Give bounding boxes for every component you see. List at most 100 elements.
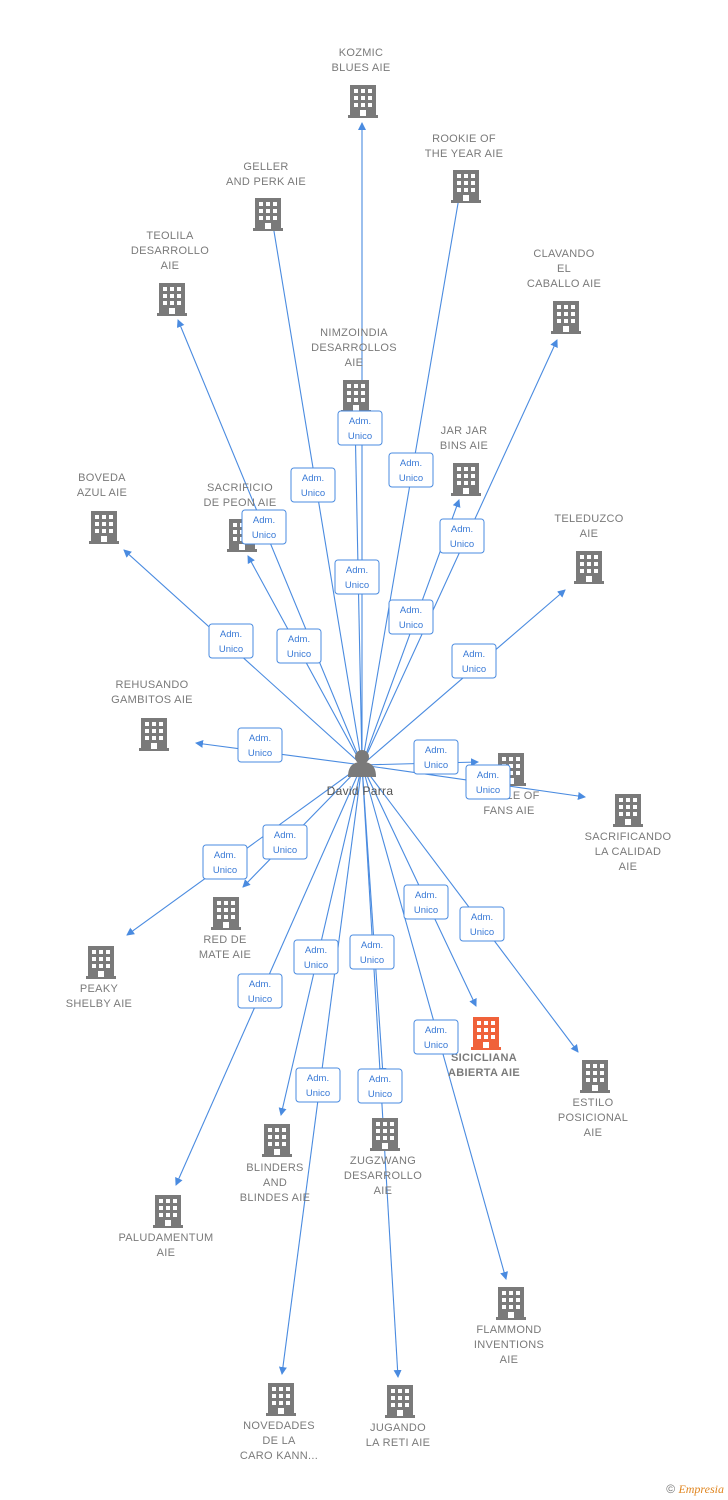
relation-badge[interactable]: Adm.Unico	[202, 844, 248, 880]
relation-badge[interactable]: Adm.Unico	[337, 410, 383, 446]
relation-badge[interactable]: Adm.Unico	[290, 467, 336, 503]
relation-badge-text: Unico	[252, 530, 276, 541]
relation-badge[interactable]: Adm.Unico	[403, 884, 449, 920]
relation-badge[interactable]: Adm.Unico	[465, 764, 511, 800]
person-name: David Parra	[327, 784, 394, 798]
building-icon	[139, 718, 169, 751]
relation-badge[interactable]: Adm.Unico	[451, 643, 497, 679]
company-label: AND	[263, 1177, 287, 1189]
relation-badge[interactable]: Adm.Unico	[276, 628, 322, 664]
relation-badge-text: Adm.	[463, 649, 485, 660]
building-icon	[211, 897, 241, 930]
person-icon	[348, 750, 376, 777]
company-label: FANS AIE	[483, 805, 534, 817]
relation-badge-text: Adm.	[477, 770, 499, 781]
company-label: JUGANDO	[370, 1422, 426, 1434]
relation-badge[interactable]: Adm.Unico	[459, 906, 505, 942]
relation-badge-text: Adm.	[425, 1025, 447, 1036]
relation-badge[interactable]: Adm.Unico	[295, 1067, 341, 1103]
relation-badge[interactable]: Adm.Unico	[439, 518, 485, 554]
company-label: ROOKIE OF	[432, 133, 496, 145]
company-label: AIE	[619, 861, 638, 873]
company-node-flammond[interactable]: FLAMMOND INVENTIONS AIE	[474, 1287, 544, 1366]
building-icon	[153, 1195, 183, 1228]
person-node[interactable]: David Parra	[327, 750, 394, 798]
relation-badge[interactable]: Adm.Unico	[262, 824, 308, 860]
company-label: RED DE	[203, 934, 246, 946]
company-label: REHUSANDO	[116, 679, 189, 691]
building-icon	[385, 1385, 415, 1418]
relation-badge[interactable]: Adm.Unico	[334, 559, 380, 595]
relation-badge[interactable]: Adm.Unico	[388, 599, 434, 635]
relation-badge-text: Adm.	[214, 850, 236, 861]
company-label: PALUDAMENTUM	[118, 1232, 213, 1244]
company-label: DESARROLLO	[344, 1170, 422, 1182]
company-label: AND PERK AIE	[226, 176, 306, 188]
company-label: FLAMMOND	[476, 1324, 541, 1336]
relation-badge-text: Adm.	[302, 473, 324, 484]
building-icon	[613, 794, 643, 827]
company-label: DESARROLLO	[131, 245, 209, 257]
relation-badge[interactable]: Adm.Unico	[388, 452, 434, 488]
relation-badge-text: Unico	[248, 994, 272, 1005]
relation-badge[interactable]: Adm.Unico	[413, 1019, 459, 1055]
relation-badge-text: Adm.	[415, 890, 437, 901]
relation-badge[interactable]: Adm.Unico	[237, 973, 283, 1009]
company-label: AIE	[500, 1354, 519, 1366]
relation-badge[interactable]: Adm.Unico	[357, 1068, 403, 1104]
relation-badge[interactable]: Adm.Unico	[208, 623, 254, 659]
company-label: AIE	[374, 1185, 393, 1197]
relation-badge[interactable]: Adm.Unico	[241, 509, 287, 545]
building-icon	[496, 1287, 526, 1320]
building-icon	[451, 170, 481, 203]
company-label: INVENTIONS	[474, 1339, 544, 1351]
footer-credit[interactable]: © Empresia	[666, 1482, 724, 1497]
relation-badge-text: Adm.	[425, 745, 447, 756]
relation-badge[interactable]: Adm.Unico	[237, 727, 283, 763]
company-label: DE PEON AIE	[204, 497, 277, 509]
company-label: ZUGZWANG	[350, 1155, 416, 1167]
company-label: SACRIFICANDO	[585, 831, 672, 843]
relation-badge-text: Unico	[219, 644, 243, 655]
relation-badge[interactable]: Adm.Unico	[413, 739, 459, 775]
relation-badge-text: Adm.	[288, 634, 310, 645]
company-label: CABALLO AIE	[527, 278, 601, 290]
building-icon	[551, 301, 581, 334]
company-node-zugzwang[interactable]: ZUGZWANG DESARROLLO AIE	[344, 1118, 422, 1197]
building-icon	[580, 1060, 610, 1093]
relation-badge-text: Unico	[248, 748, 272, 759]
company-label: PEAKY	[80, 983, 119, 995]
company-label: POSICIONAL	[558, 1112, 628, 1124]
company-label: NOVEDADES	[243, 1420, 315, 1432]
building-icon	[574, 551, 604, 584]
relation-badge[interactable]: Adm.Unico	[349, 934, 395, 970]
relation-badge-text: Unico	[399, 620, 423, 631]
building-icon	[348, 85, 378, 118]
building-icon	[157, 283, 187, 316]
company-label: DE LA	[262, 1435, 296, 1447]
company-label: TEOLILA	[146, 230, 194, 242]
company-label: BOVEDA	[78, 472, 126, 484]
relation-badge[interactable]: Adm.Unico	[293, 939, 339, 975]
relation-badge-text: Adm.	[307, 1073, 329, 1084]
